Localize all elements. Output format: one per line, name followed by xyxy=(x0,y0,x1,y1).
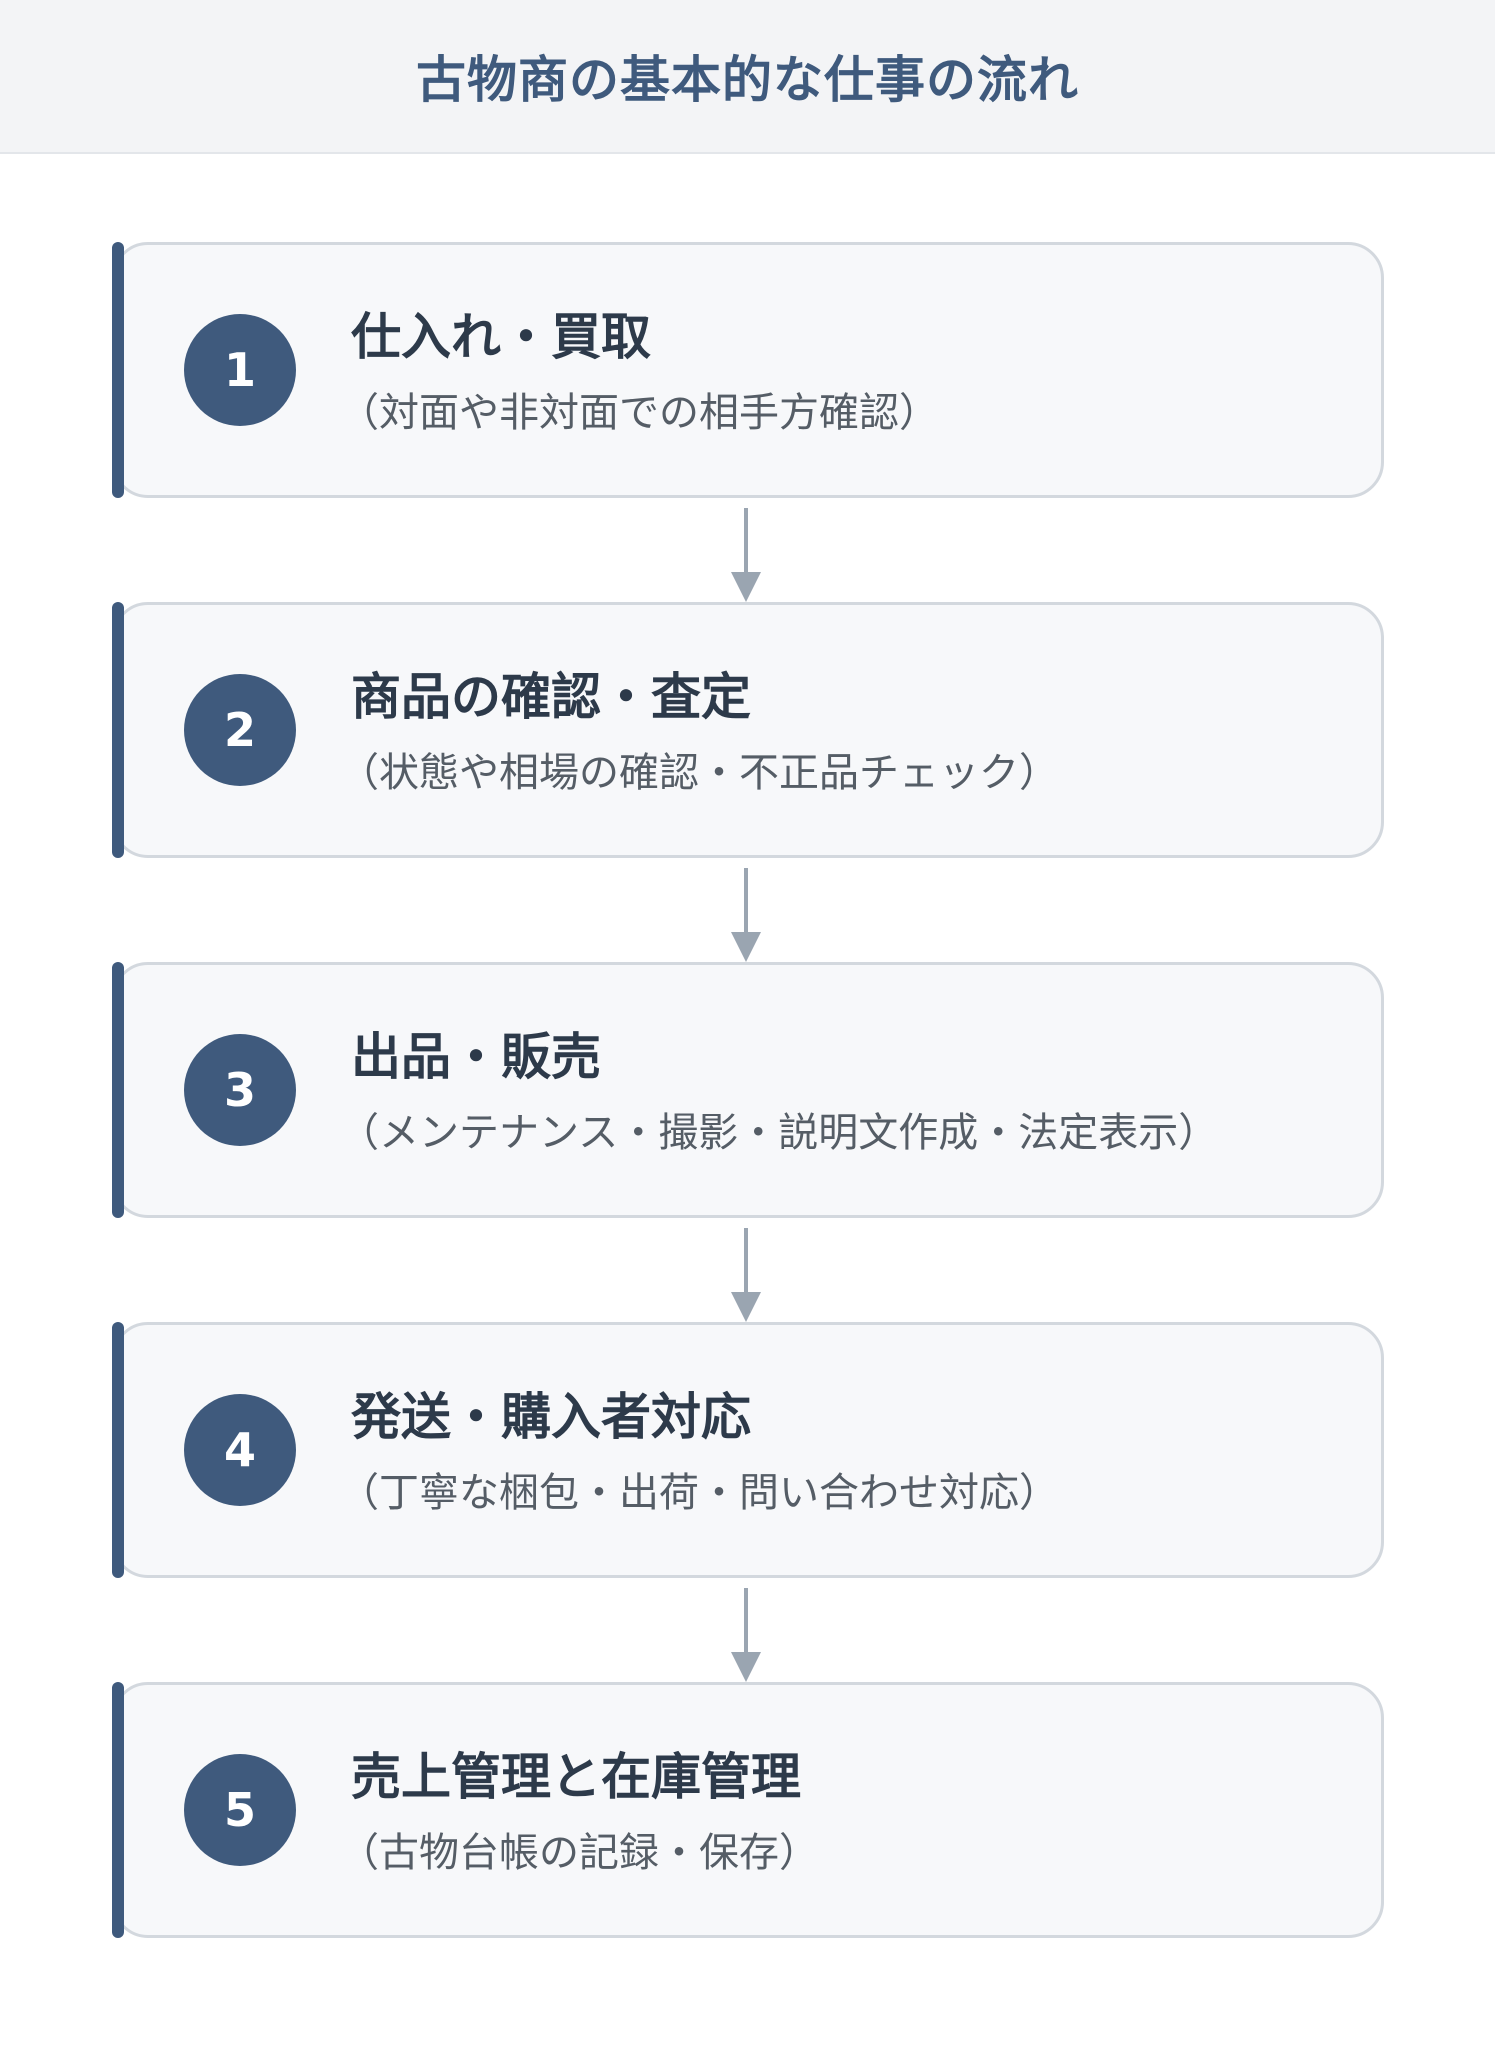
step-accent-bar xyxy=(112,1322,124,1578)
step-number-badge: 3 xyxy=(184,1034,296,1146)
step-accent-bar xyxy=(112,962,124,1218)
step-title: 商品の確認・査定 xyxy=(351,668,751,726)
step-title: 出品・販売 xyxy=(351,1028,601,1086)
step-description: （対面や非対面での相手方確認） xyxy=(339,390,939,436)
step-number-badge: 2 xyxy=(184,674,296,786)
step-description: （丁寧な梱包・出荷・問い合わせ対応） xyxy=(339,1470,1059,1516)
step-accent-bar xyxy=(112,242,124,498)
step-accent-bar xyxy=(112,1682,124,1938)
step-card-4: 4 発送・購入者対応 （丁寧な梱包・出荷・問い合わせ対応） xyxy=(112,1322,1384,1578)
page-title: 古物商の基本的な仕事の流れ xyxy=(416,51,1079,109)
down-arrow-icon xyxy=(731,1228,761,1322)
step-number-badge: 5 xyxy=(184,1754,296,1866)
step-accent-bar xyxy=(112,602,124,858)
down-arrow-icon xyxy=(731,1588,761,1682)
step-description: （状態や相場の確認・不正品チェック） xyxy=(339,750,1059,796)
step-number-badge: 4 xyxy=(184,1394,296,1506)
step-card-5: 5 売上管理と在庫管理 （古物台帳の記録・保存） xyxy=(112,1682,1384,1938)
step-title: 発送・購入者対応 xyxy=(351,1388,751,1446)
step-card-2: 2 商品の確認・査定 （状態や相場の確認・不正品チェック） xyxy=(112,602,1384,858)
step-description: （古物台帳の記録・保存） xyxy=(339,1830,819,1876)
step-number-badge: 1 xyxy=(184,314,296,426)
step-card-3: 3 出品・販売 （メンテナンス・撮影・説明文作成・法定表示） xyxy=(112,962,1384,1218)
step-title: 売上管理と在庫管理 xyxy=(351,1748,801,1806)
step-title: 仕入れ・買取 xyxy=(351,308,651,366)
step-description: （メンテナンス・撮影・説明文作成・法定表示） xyxy=(339,1110,1219,1156)
step-card-1: 1 仕入れ・買取 （対面や非対面での相手方確認） xyxy=(112,242,1384,498)
header: 古物商の基本的な仕事の流れ xyxy=(0,0,1495,154)
down-arrow-icon xyxy=(731,508,761,602)
down-arrow-icon xyxy=(731,868,761,962)
